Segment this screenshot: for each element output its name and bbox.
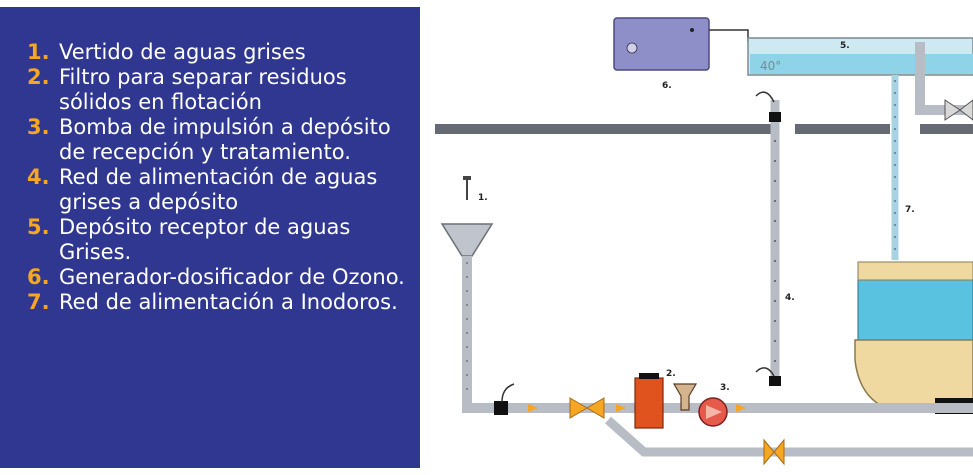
legend-text: Red de alimentación de aguas grises a de…	[59, 165, 378, 214]
filter-cap	[639, 373, 659, 379]
generator-cable	[709, 29, 749, 42]
overflow-pipe	[605, 416, 973, 457]
drain-rod-cap	[463, 176, 471, 180]
legend-text: Vertido de aguas grises	[59, 40, 306, 64]
floor-slab-mid	[795, 124, 890, 134]
legend-item-4: 4. Red de alimentación de aguas grises a …	[27, 165, 412, 215]
label-5: 5.	[840, 41, 850, 51]
legend-panel: 1. Vertido de aguas grises 2. Filtro para …	[0, 7, 420, 468]
riser-check-valve-bottom	[769, 376, 781, 386]
floor-slab-right	[920, 124, 973, 134]
tank-reading: 40°	[760, 59, 781, 73]
legend-item-3: 3. Bomba de impulsión a depósito de recep…	[27, 115, 412, 165]
generator-dial-icon	[626, 42, 638, 54]
legend-text: Bomba de impulsión a depósito de recepci…	[59, 115, 391, 164]
filter-funnel	[672, 383, 698, 411]
overflow-valve-icon-b	[773, 438, 785, 466]
legend-number: 3.	[27, 115, 50, 139]
flow-arrow-icon-3	[736, 404, 746, 412]
pump-impeller-icon	[706, 405, 722, 419]
label-1: 1.	[478, 193, 488, 203]
label-7: 7.	[905, 205, 915, 215]
main-valve-icon-b	[586, 397, 605, 419]
riser-check-valve-top	[769, 112, 781, 122]
legend-item-7: 7. Red de alimentación a Inodoros.	[27, 290, 412, 315]
toilet-cistern-lid	[857, 261, 973, 281]
top-valve-icon	[944, 99, 961, 121]
generator-indicator-icon	[690, 28, 694, 32]
legend-number: 4.	[27, 165, 50, 189]
label-2: 2.	[666, 369, 676, 379]
overflow-valve-icon	[763, 438, 775, 466]
inlet-check-valve	[494, 401, 508, 415]
riser-hook-bottom	[755, 367, 775, 377]
legend-number: 1.	[27, 40, 50, 64]
legend-item-1: 1. Vertido de aguas grises	[27, 40, 412, 65]
inlet-funnel	[440, 223, 494, 257]
inlet-pipe	[462, 256, 973, 413]
tank-water	[750, 54, 973, 74]
legend-text: Generador-dosificador de Ozono.	[59, 265, 405, 289]
ozone-generator	[613, 17, 710, 71]
floor-slab-left	[435, 124, 775, 134]
label-3: 3.	[720, 383, 730, 393]
flow-arrow-icon-2	[616, 404, 626, 412]
legend-number: 2.	[27, 65, 50, 89]
main-valve-icon	[569, 397, 588, 419]
legend-item-5: 5. Depósito receptor de aguas Grises.	[27, 215, 412, 265]
legend-text: Depósito receptor de aguas Grises.	[59, 215, 351, 264]
legend-number: 5.	[27, 215, 50, 239]
flow-arrow-icon	[528, 404, 538, 412]
label-4: 4.	[785, 293, 795, 303]
legend-item-2: 2. Filtro para separar residuos sólidos e…	[27, 65, 412, 115]
legend-list: 1. Vertido de aguas grises 2. Filtro para …	[27, 40, 412, 315]
inlet-hook	[501, 383, 515, 403]
riser-hook-top	[755, 91, 775, 103]
legend-item-6: 6. Generador-dosificador de Ozono.	[27, 265, 412, 290]
greywater-system-diagram: 6. 40° 5. 4. 7. 1. 2. 3.	[435, 17, 973, 466]
legend-text: Red de alimentación a Inodoros.	[59, 290, 398, 314]
legend-number: 6.	[27, 265, 50, 289]
filter-tank	[634, 377, 664, 429]
label-6: 6.	[662, 81, 672, 91]
top-valve-icon-b	[959, 99, 973, 121]
legend-number: 7.	[27, 290, 50, 314]
legend-text: Filtro para separar residuos sólidos en …	[59, 65, 347, 114]
